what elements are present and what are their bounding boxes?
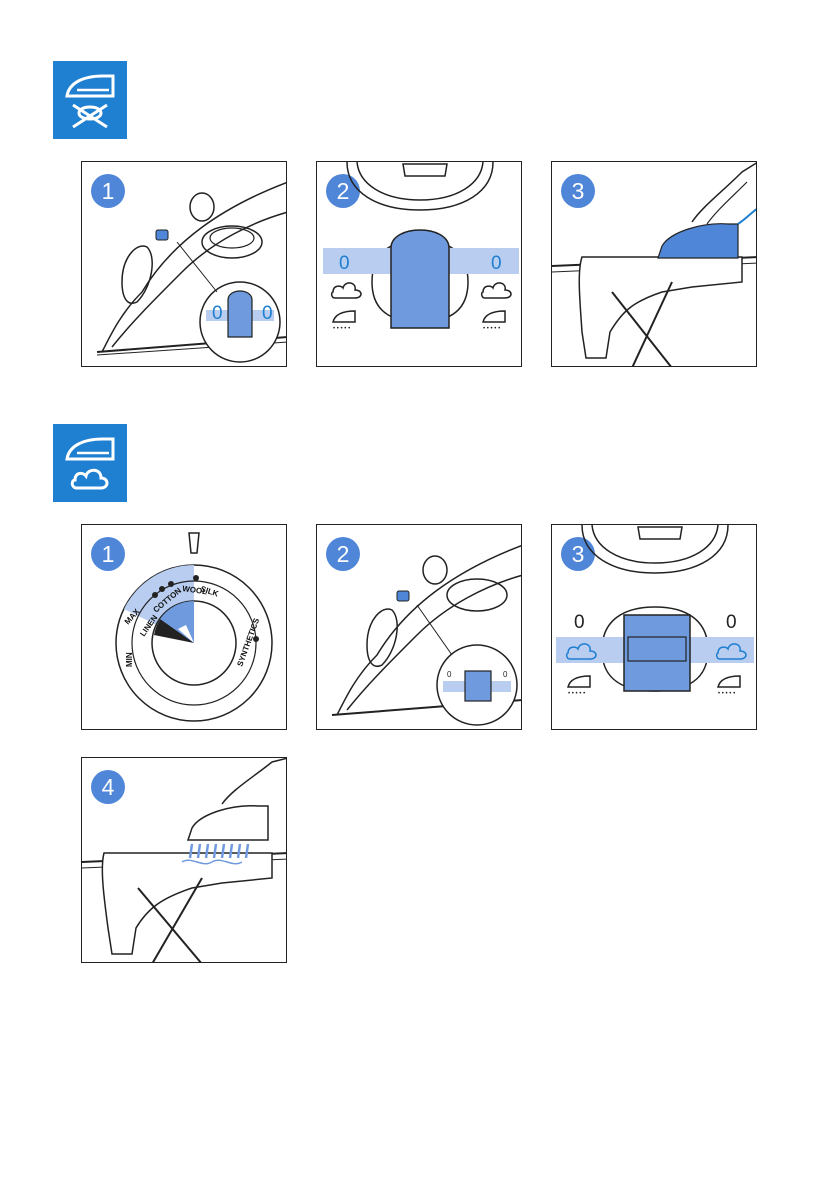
step-number-badge: 1 [91,537,125,571]
step-number-badge: 3 [561,174,595,208]
step-panel: 3 0 0 • • • • • • • • • • [551,524,757,730]
zero-label: 0 [262,303,273,324]
svg-text:• • • • •: • • • • • [483,326,500,332]
dial-label-wool: WOOL [182,584,208,596]
zero-label: 0 [574,612,585,633]
step-panel: 2 0 0 [316,524,522,730]
step-panel: 3 [551,161,757,367]
zero-label: 0 [212,303,223,324]
step-panel: 4 [81,757,287,963]
zero-label: 0 [339,253,350,274]
zero-label: 0 [491,253,502,274]
step-number-badge: 4 [91,770,125,804]
step-panel: 1 0 0 [81,161,287,367]
svg-text:• • • • •: • • • • • [718,691,735,697]
dial-label-min: MIN [125,652,134,667]
step-number-badge: 1 [91,174,125,208]
zero-label: 0 [726,612,737,633]
step-panel: 1 SILK WOOL COTTON LINEN MAX MIN SYNTHET… [81,524,287,730]
step-number-badge: 3 [561,537,595,571]
svg-text:• • • • •: • • • • • [333,326,350,332]
iron-no-steam-icon [53,61,127,139]
zero-label: 0 [503,670,508,679]
iron-steam-icon [53,424,127,502]
svg-text:• • • • •: • • • • • [568,691,585,697]
step-number-badge: 2 [326,174,360,208]
zero-label: 0 [447,670,452,679]
step-number-badge: 2 [326,537,360,571]
step-panel: 2 0 0 • • • • • • • • • • [316,161,522,367]
